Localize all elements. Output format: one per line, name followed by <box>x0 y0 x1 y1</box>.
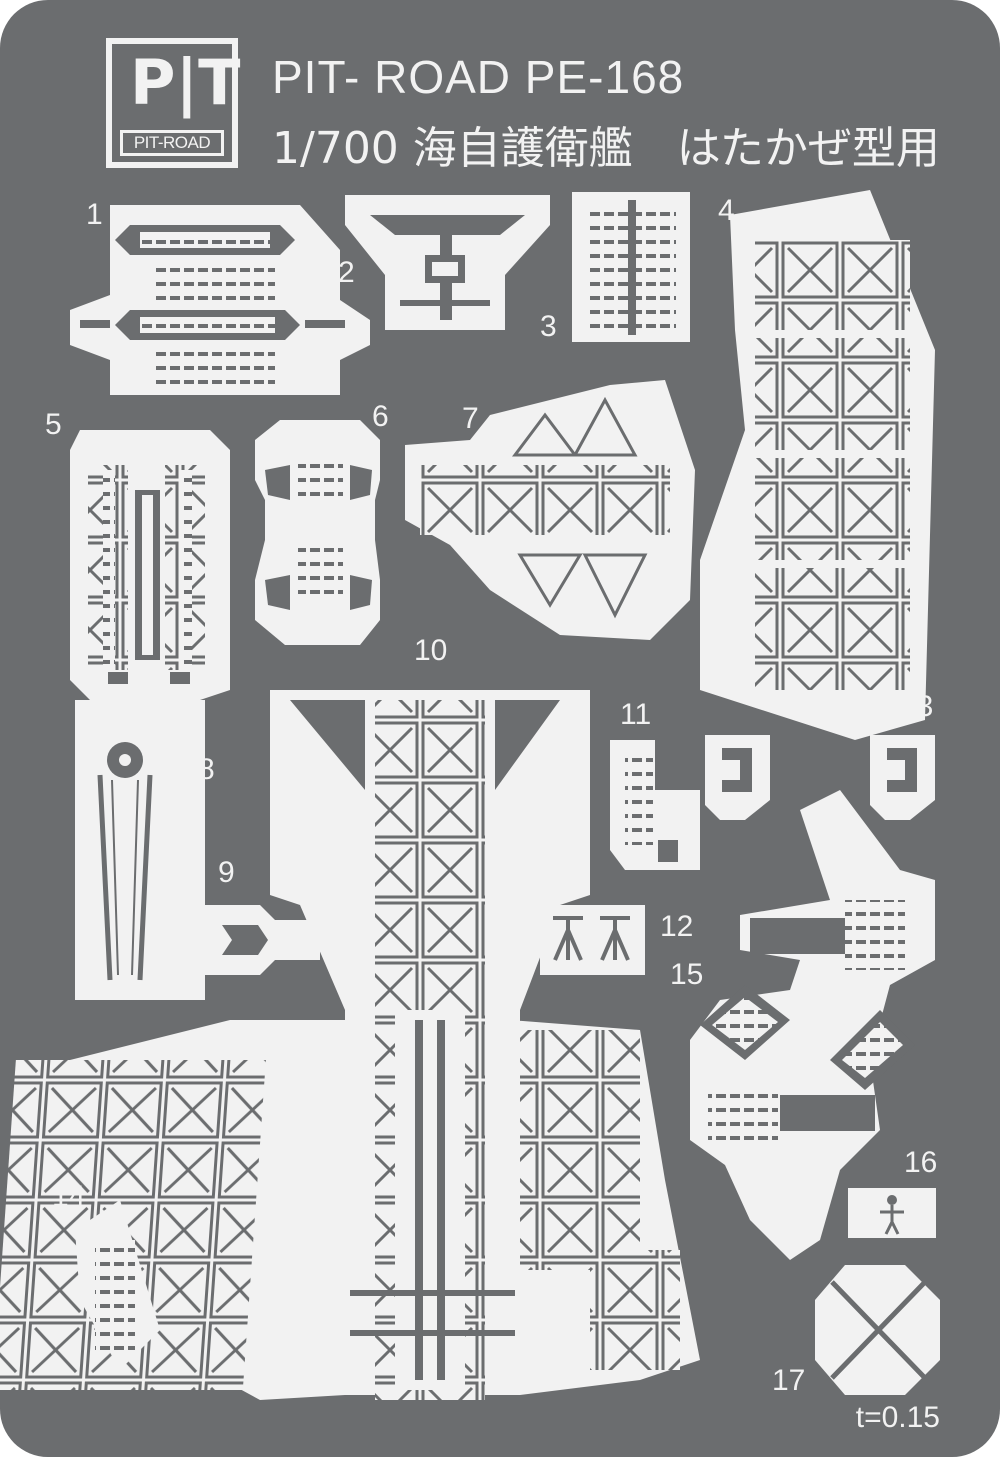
part-16 <box>848 1188 936 1238</box>
part-number-9: 9 <box>218 856 235 889</box>
part-number-5: 5 <box>45 408 62 441</box>
part-6 <box>255 420 380 645</box>
product-code-title: PIT- ROAD PE-168 <box>272 51 685 103</box>
part-number-15: 15 <box>670 958 704 991</box>
part-5 <box>70 430 230 700</box>
part-number-6: 6 <box>372 400 389 433</box>
part-1 <box>70 205 370 395</box>
part-number-14: 14 <box>52 1180 86 1213</box>
part-number-11: 11 <box>620 698 652 731</box>
product-description-title: 1/700 海自護衛艦 はたかぜ型用 <box>272 123 940 174</box>
part-13 <box>870 735 935 820</box>
part-11b <box>705 735 770 820</box>
sheet-thickness: t=0.15 <box>855 1401 940 1434</box>
part-4 <box>700 190 935 740</box>
part-15 <box>690 790 935 1260</box>
logo-mark: P|T <box>130 46 241 119</box>
part-7 <box>405 380 695 640</box>
part-number-12: 12 <box>660 910 694 943</box>
part-3 <box>572 192 690 342</box>
part-number-16: 16 <box>904 1146 938 1179</box>
part-number-2: 2 <box>338 256 355 289</box>
part-number-1: 1 <box>86 198 103 231</box>
part-number-7: 7 <box>462 402 479 435</box>
logo-brand-name: PIT-ROAD <box>120 130 224 156</box>
part-11 <box>610 740 700 870</box>
part-number-4: 4 <box>718 194 735 227</box>
part-8 <box>75 700 205 1000</box>
part-9 <box>200 905 320 975</box>
part-number-13: 13 <box>900 690 934 723</box>
part-10 <box>270 690 590 1400</box>
part-2 <box>345 195 550 330</box>
part-number-8: 8 <box>198 753 215 786</box>
pit-road-logo: P|T PIT-ROAD <box>106 38 241 168</box>
part-14 <box>0 1020 700 1400</box>
part-12 <box>540 905 645 975</box>
part-number-3: 3 <box>540 310 557 343</box>
part-number-17: 17 <box>772 1364 806 1397</box>
part-17 <box>815 1265 940 1395</box>
part-number-10: 10 <box>414 634 448 667</box>
